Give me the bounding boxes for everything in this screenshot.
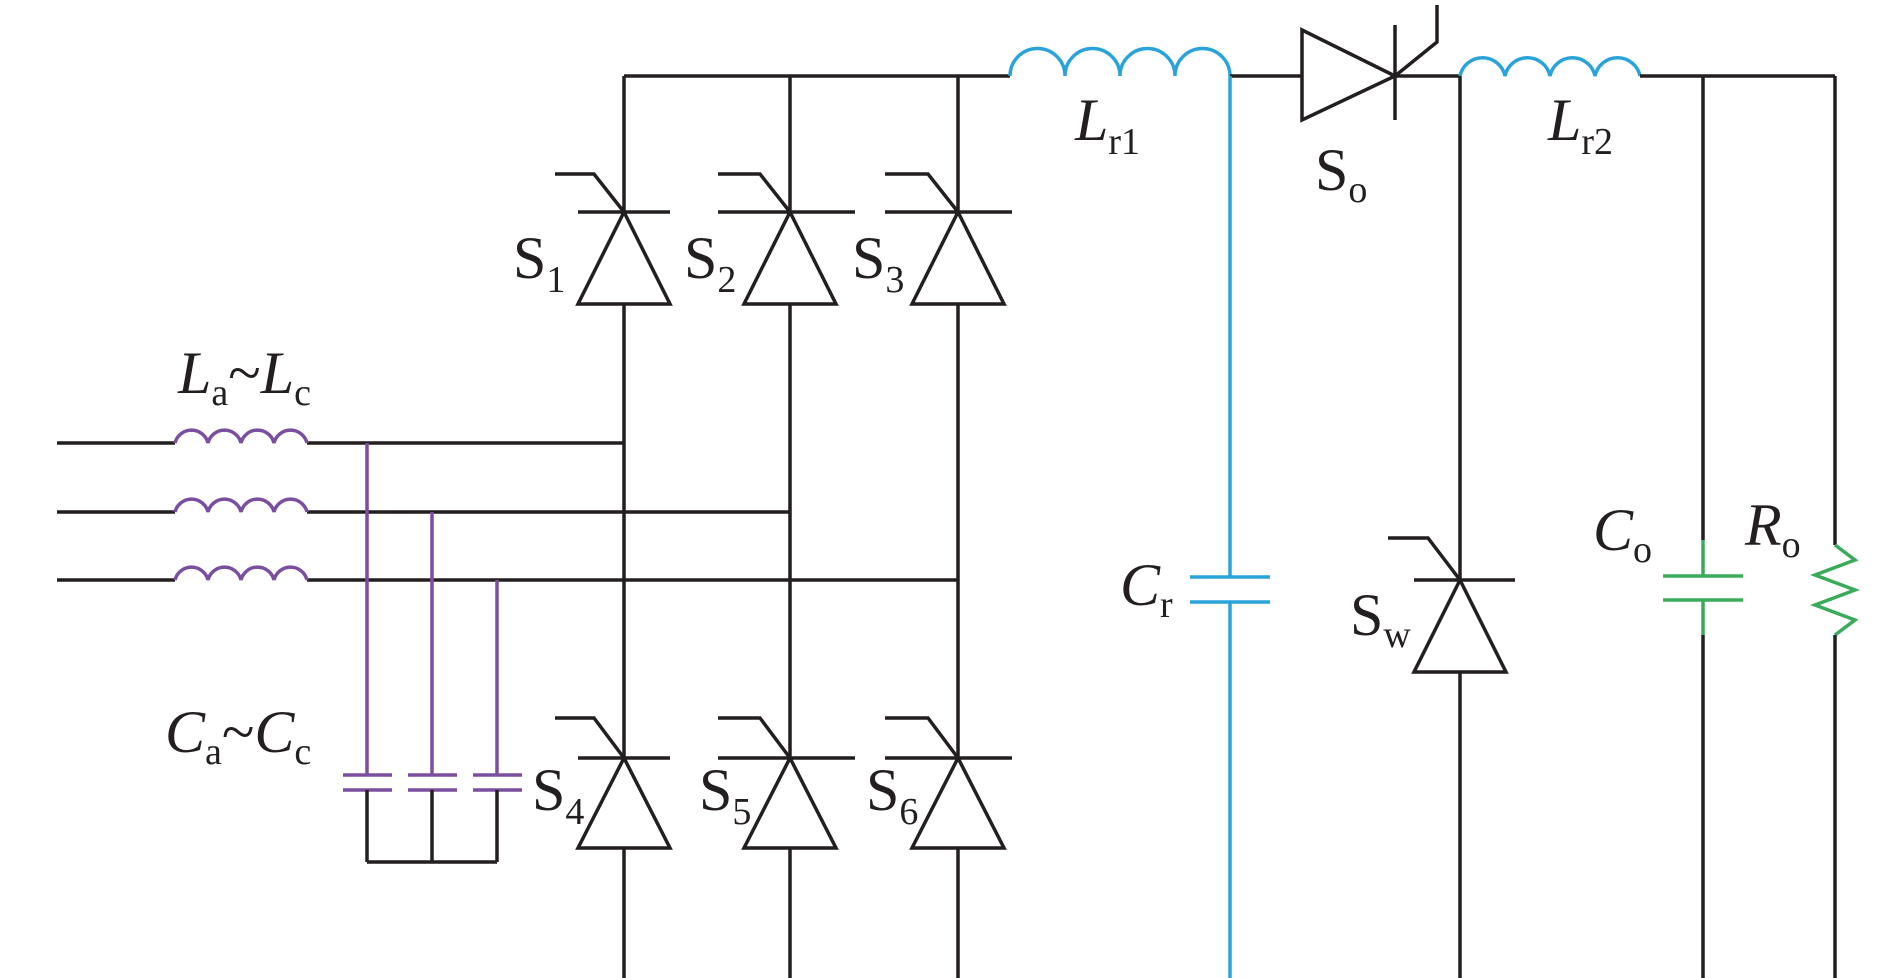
label-s2: S2 [684,225,736,301]
capacitor-co [1663,76,1743,978]
capacitor-cc [473,773,522,792]
label-so: So [1315,137,1367,211]
label-sw: Sw [1350,582,1411,656]
thyristor-s3 [885,172,1012,306]
label-la-lc: La~Lc [177,340,311,414]
input-lines [57,441,958,582]
capacitor-cb [408,773,457,792]
inductor-la [173,428,309,444]
thyristor-s5 [718,716,855,850]
resistor-ro [1810,76,1860,978]
thyristor-so [1300,5,1460,123]
label-lr1: Lr1 [1074,87,1140,163]
label-co: Co [1593,497,1652,571]
inductor-lb [173,497,309,513]
capacitor-cr [1190,76,1270,978]
label-ro: Ro [1744,492,1801,566]
label-s1: S1 [513,225,565,301]
input-capacitors [343,443,522,864]
thyristor-s4 [555,716,673,850]
thyristor-s1 [555,172,673,306]
label-s3: S3 [852,225,904,301]
capacitor-ca [343,773,392,792]
inductor-lr2 [1458,56,1642,77]
label-s4: S4 [532,757,584,833]
label-s5: S5 [699,757,751,833]
label-cr: Cr [1120,552,1173,626]
input-inductors [173,428,309,581]
inductor-lr1 [1008,46,1232,77]
thyristor-s6 [885,716,1012,850]
label-lr2: Lr2 [1547,87,1613,163]
label-s6: S6 [866,757,918,833]
thyristor-s2 [718,172,855,306]
inductor-lc [173,565,309,581]
thyristor-sw [1388,76,1515,978]
label-ca-cc: Ca~Cc [165,699,311,773]
